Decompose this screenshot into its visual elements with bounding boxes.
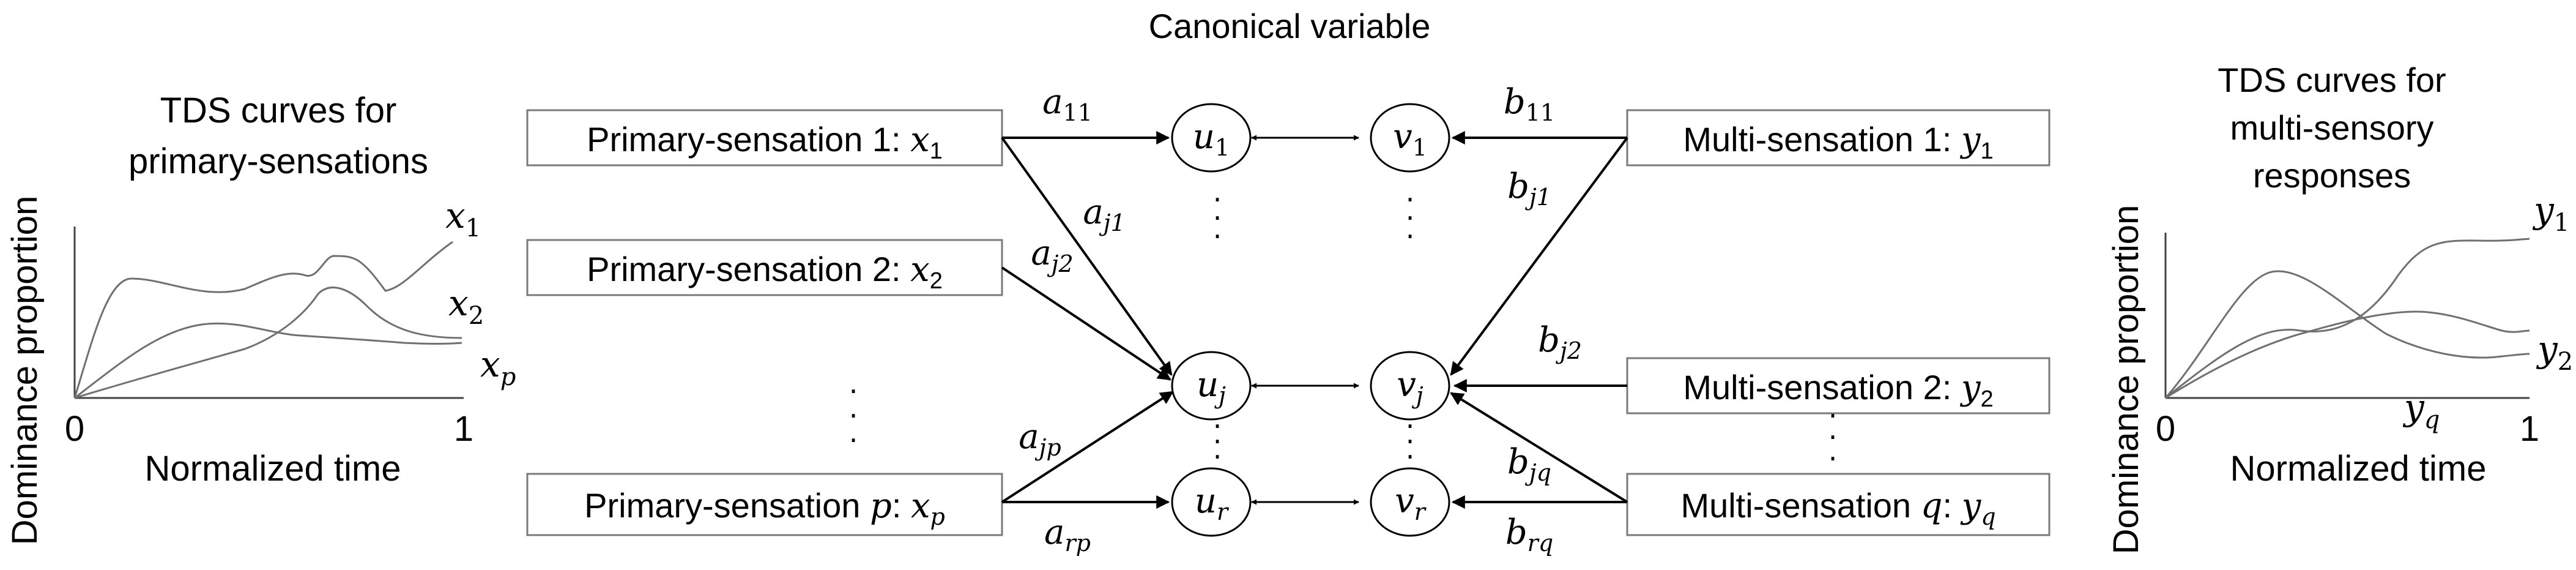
left-plot-ylabel: Dominance proportion <box>5 196 45 546</box>
node-v1 <box>1370 103 1450 173</box>
primary-ellipsis-1: · <box>849 375 858 408</box>
node-ur <box>1171 467 1252 537</box>
v-ellipsis-bottom-3: · <box>1406 440 1415 473</box>
multi-ellipsis-2: · <box>1828 421 1838 454</box>
primary-sensation-boxes: Primary-sensation 1: x1 Primary-sensatio… <box>526 109 1003 536</box>
right-plot-title-line1: TDS curves for <box>2218 61 2446 99</box>
primary-ellipsis-3: · <box>849 424 858 457</box>
u-ellipsis-bottom-2: · <box>1213 425 1222 458</box>
multi-box-q-label: Multi-sensation q: yq <box>1680 486 1995 530</box>
left-plot-xlabel: Normalized time <box>145 449 401 489</box>
primary-ellipsis-2: · <box>849 399 858 432</box>
weight-bj2: bj2 <box>1538 320 1582 364</box>
right-curve-label-yq: yq <box>2402 386 2440 434</box>
multi-sensation-boxes: Multi-sensation 1: y1 Multi-sensation 2:… <box>1626 109 2051 536</box>
diagram-title: Canonical variable <box>1149 7 1431 45</box>
multi-ellipsis-3: · <box>1828 442 1838 475</box>
multi-box-2-label: Multi-sensation 2: y2 <box>1683 368 1993 412</box>
right-curve-y2 <box>2165 310 2530 399</box>
left-curve-x1 <box>73 241 453 399</box>
right-curve-label-y2: y2 <box>2536 328 2573 376</box>
primary-box-2 <box>526 239 1003 296</box>
weight-bj1: bj1 <box>1507 167 1551 211</box>
v-ellipsis-top-1: · <box>1406 183 1415 216</box>
left-plot-title-line1: TDS curves for <box>160 91 397 130</box>
weight-aj1: aj1 <box>1083 192 1125 236</box>
u-ellipsis-top-1: · <box>1213 183 1222 216</box>
left-curve-label-x2: x2 <box>448 282 484 330</box>
node-uj-label: uj <box>1197 365 1226 409</box>
multi-ellipsis-1: · <box>1828 399 1838 432</box>
node-vr <box>1370 467 1450 537</box>
left-tds-plot: TDS curves for primary-sensations Domina… <box>5 91 516 545</box>
primary-box-p <box>526 473 1003 536</box>
v-ellipsis-top-2: · <box>1406 201 1415 234</box>
left-plot-x-min: 0 <box>65 409 84 449</box>
node-v1-label: v1 <box>1393 117 1427 161</box>
weight-bjq: bjq <box>1507 442 1551 486</box>
edge-bjq <box>1450 392 1628 503</box>
node-vr-label: vr <box>1395 481 1427 525</box>
right-curve-label-y1: y1 <box>2532 189 2569 237</box>
node-ur-label: ur <box>1195 481 1230 525</box>
node-u1-label: u1 <box>1193 117 1230 161</box>
left-curve-x2 <box>74 322 462 399</box>
multi-box-1 <box>1626 109 2051 167</box>
right-curve-y1 <box>2165 238 2530 399</box>
edge-aj1 <box>1001 137 1173 376</box>
weight-brq: brq <box>1505 512 1553 557</box>
right-plot-xlabel: Normalized time <box>2230 449 2487 489</box>
weight-a11: a11 <box>1042 82 1093 126</box>
primary-box-1 <box>526 109 1003 167</box>
right-plot-x-max: 1 <box>2520 409 2539 449</box>
multi-box-q <box>1626 473 2051 536</box>
left-curve-xp <box>74 287 462 399</box>
left-plot-x-max: 1 <box>454 409 473 449</box>
v-ellipsis-bottom-1: · <box>1406 410 1415 443</box>
primary-box-p-label: Primary-sensation p: xp <box>584 486 945 530</box>
primary-box-2-label: Primary-sensation 2: x2 <box>587 250 943 294</box>
u-ellipsis-bottom-3: · <box>1213 440 1222 473</box>
node-uj <box>1171 351 1252 421</box>
right-curve-yq <box>2164 270 2530 399</box>
left-curve-label-x1: x1 <box>445 195 481 242</box>
weight-b11: b11 <box>1504 82 1555 126</box>
right-plot-title-line3: responses <box>2253 156 2411 195</box>
right-tds-plot: TDS curves for multi-sensory responses D… <box>2106 61 2573 554</box>
u-ellipsis-top-2: · <box>1213 201 1222 234</box>
multi-box-2 <box>1626 357 2051 414</box>
left-curve-label-xp: xp <box>480 343 516 391</box>
v-ellipsis-top-3: · <box>1406 220 1415 253</box>
u-ellipsis-top-3: · <box>1213 220 1222 253</box>
edge-bj1 <box>1450 137 1628 376</box>
weight-ajp: ajp <box>1019 417 1061 461</box>
u-ellipsis-bottom-1: · <box>1213 410 1222 443</box>
weight-edges <box>1001 131 1628 509</box>
node-vj-label: vj <box>1397 365 1423 409</box>
edge-aj2 <box>1001 266 1171 381</box>
right-plot-title-line2: multi-sensory <box>2230 108 2434 147</box>
weight-labels: a11 aj1 aj2 ajp arp b11 bj1 bj2 bjq brq <box>1019 82 1582 557</box>
left-plot-title-line2: primary-sensations <box>128 141 428 181</box>
edge-ajp <box>1001 391 1174 503</box>
node-vj <box>1370 351 1450 421</box>
right-plot-ylabel: Dominance proportion <box>2106 205 2146 555</box>
right-plot-x-min: 0 <box>2156 409 2175 449</box>
node-u1 <box>1171 103 1252 173</box>
weight-arp: arp <box>1044 512 1091 557</box>
multi-box-1-label: Multi-sensation 1: y1 <box>1683 120 1993 164</box>
primary-box-1-label: Primary-sensation 1: x1 <box>587 120 943 164</box>
v-ellipsis-bottom-2: · <box>1406 425 1415 458</box>
weight-aj2: aj2 <box>1031 233 1073 277</box>
canonical-variable-nodes: u1 uj ur v1 vj vr · · · · · · · · · · · … <box>1171 103 1450 537</box>
